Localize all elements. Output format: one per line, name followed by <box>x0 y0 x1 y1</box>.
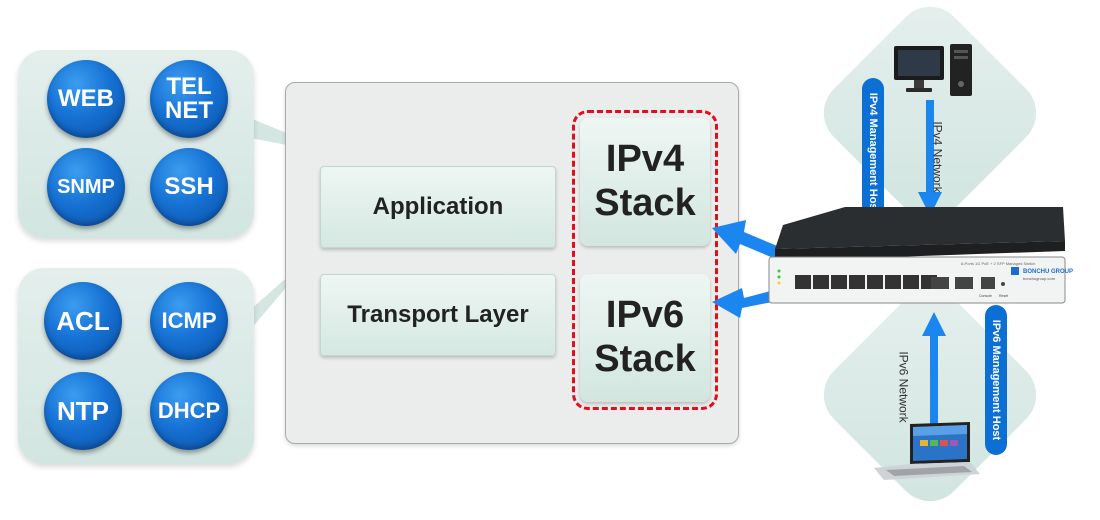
protocol-ssh: SSH <box>150 148 228 226</box>
application-layer: Application <box>320 166 556 248</box>
protocol-web: WEB <box>47 60 125 138</box>
protocol-snmp: SNMP <box>47 148 125 226</box>
arrow-ipv6-network-up <box>922 312 946 424</box>
transport-layer: Transport Layer <box>320 274 556 356</box>
protocol-icmp: ICMP <box>150 282 228 360</box>
ipv4-network-label: IPv4 Network <box>930 121 945 193</box>
ipv4-stack: IPv4 Stack <box>580 118 710 246</box>
arrow-to-ipv6-stack <box>712 288 782 318</box>
protocol-acl: ACL <box>44 282 122 360</box>
switch-url: bonchugroup.com <box>1023 276 1056 281</box>
arrow-ipv4-network-down <box>918 100 942 216</box>
protocol-ntp: NTP <box>44 372 122 450</box>
ipv6-stack: IPv6 Stack <box>580 274 710 402</box>
arrow-to-ipv4-stack <box>712 220 782 260</box>
switch-brand: BONCHU GROUP <box>1023 269 1073 275</box>
ipv6-network-label: IPv6 Network <box>896 351 911 423</box>
managed-switch: BONCHU GROUP bonchugroup.com 8-Ports 1G … <box>768 207 1073 304</box>
ipv6-management-host-label: IPv6 Management Host <box>985 305 1007 455</box>
protocol-dhcp: DHCP <box>150 372 228 450</box>
laptop-icon <box>874 422 980 480</box>
dual-stack-outline <box>572 110 718 410</box>
ipv4-management-host-label: IPv4 Management Host <box>862 78 884 228</box>
switch-reset-label: Reset <box>999 294 1008 298</box>
switch-model: 8-Ports 1G PoE + 2 SFP Managed Switch <box>961 261 1035 266</box>
switch-console-label: Console <box>979 294 992 298</box>
sfp-ports <box>931 277 973 289</box>
switch-leds <box>777 269 781 285</box>
desktop-computer-icon <box>894 44 972 96</box>
protocol-telnet: TEL NET <box>150 60 228 138</box>
